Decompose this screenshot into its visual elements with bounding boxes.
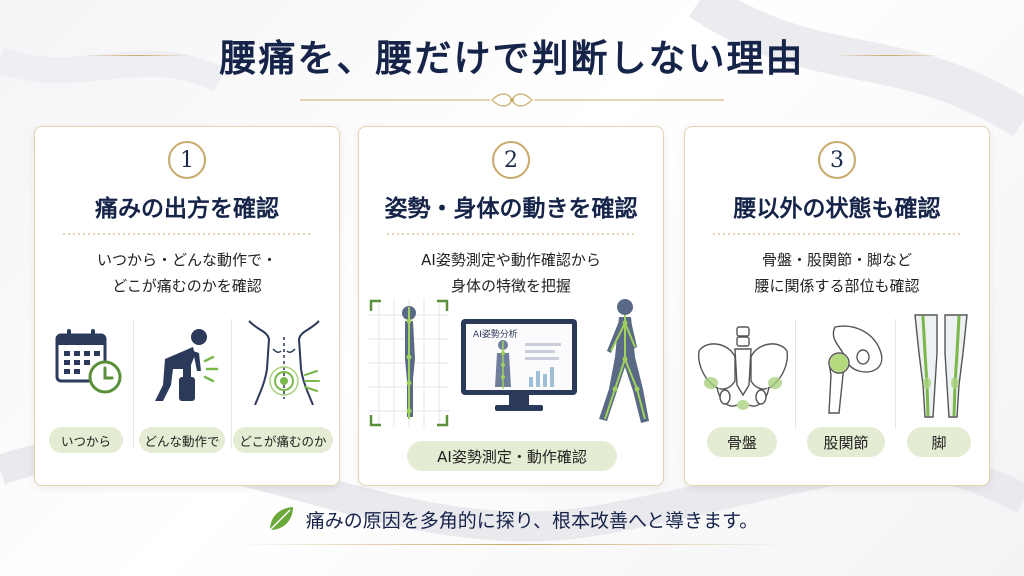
walking-person-icon	[599, 299, 649, 423]
bending-person-icon	[155, 329, 219, 401]
card-desc-line-1: AI姿勢測定や動作確認から	[421, 251, 601, 269]
card-desc-line-2: 腰に関係する部位も確認	[754, 277, 920, 295]
card-number: 2	[492, 141, 530, 179]
pill-pelvis: 骨盤	[707, 427, 777, 457]
page-title: 腰痛を、腰だけで判断しない理由	[219, 36, 805, 80]
pill-since-when: いつから	[49, 427, 123, 453]
card-desc-line-2: どこが痛むのかを確認	[112, 277, 262, 295]
monitor-label: AI姿勢分析	[473, 330, 518, 340]
footer-rule	[232, 544, 792, 545]
divider	[795, 319, 796, 429]
card-number: 1	[168, 141, 206, 179]
title-rule-left	[81, 54, 192, 56]
card-title: 腰以外の状態も確認	[733, 196, 941, 222]
card-description: 骨盤・股関節・脚など 腰に関係する部位も確認	[685, 247, 989, 299]
hip-joint-icon	[828, 325, 883, 414]
pill-ai-posture: AI姿勢測定・動作確認	[407, 441, 617, 471]
pelvis-icon	[698, 326, 788, 410]
back-pain-icon	[248, 320, 320, 405]
divider	[133, 319, 134, 449]
pill-legs: 脚	[907, 427, 971, 457]
title-row: 腰痛を、腰だけで判断しない理由	[0, 28, 1024, 82]
standing-posture-icon	[369, 299, 449, 427]
divider	[231, 319, 232, 449]
pill-hip-joint: 股関節	[807, 427, 885, 457]
monitor-analysis-icon: AI姿勢分析	[459, 317, 579, 415]
divider	[895, 319, 896, 429]
pill-where-pain: どこが痛むのか	[233, 427, 333, 453]
card-desc-line-1: 骨盤・股関節・脚など	[761, 251, 912, 269]
card-desc-line-2: 身体の特徴を把握	[450, 277, 571, 295]
legs-icon	[914, 314, 968, 418]
leaf-icon	[269, 507, 293, 531]
calendar-clock-icon	[55, 329, 122, 394]
card-pain-check: 1 痛みの出方を確認 いつから・どんな動作で・ どこが痛むのかを確認	[34, 126, 340, 486]
card-number: 3	[818, 141, 856, 179]
card-description: いつから・どんな動作で・ どこが痛むのかを確認	[35, 247, 339, 299]
card-description: AI姿勢測定や動作確認から 身体の特徴を把握	[359, 247, 663, 299]
footer: 痛みの原因を多角的に探り、根本改善へと導きます。	[0, 504, 1024, 534]
card-other-parts-check: 3 腰以外の状態も確認 骨盤・股関節・脚など 腰に関係する部位も確認	[684, 126, 990, 486]
pill-which-motion: どんな動作で	[139, 427, 225, 453]
card-divider	[713, 233, 963, 235]
footer-message: 痛みの原因を多角的に探り、根本改善へと導きます。	[305, 509, 759, 532]
card-divider	[63, 233, 313, 235]
title-ornament	[300, 93, 724, 107]
card-desc-line-1: いつから・どんな動作で・	[96, 251, 277, 269]
card-title: 痛みの出方を確認	[95, 196, 279, 222]
card-posture-check: 2 姿勢・身体の動きを確認 AI姿勢測定や動作確認から 身体の特徴を把握	[358, 126, 664, 486]
card-title: 姿勢・身体の動きを確認	[384, 196, 638, 222]
title-rule-right	[832, 54, 943, 56]
card-divider	[387, 233, 637, 235]
